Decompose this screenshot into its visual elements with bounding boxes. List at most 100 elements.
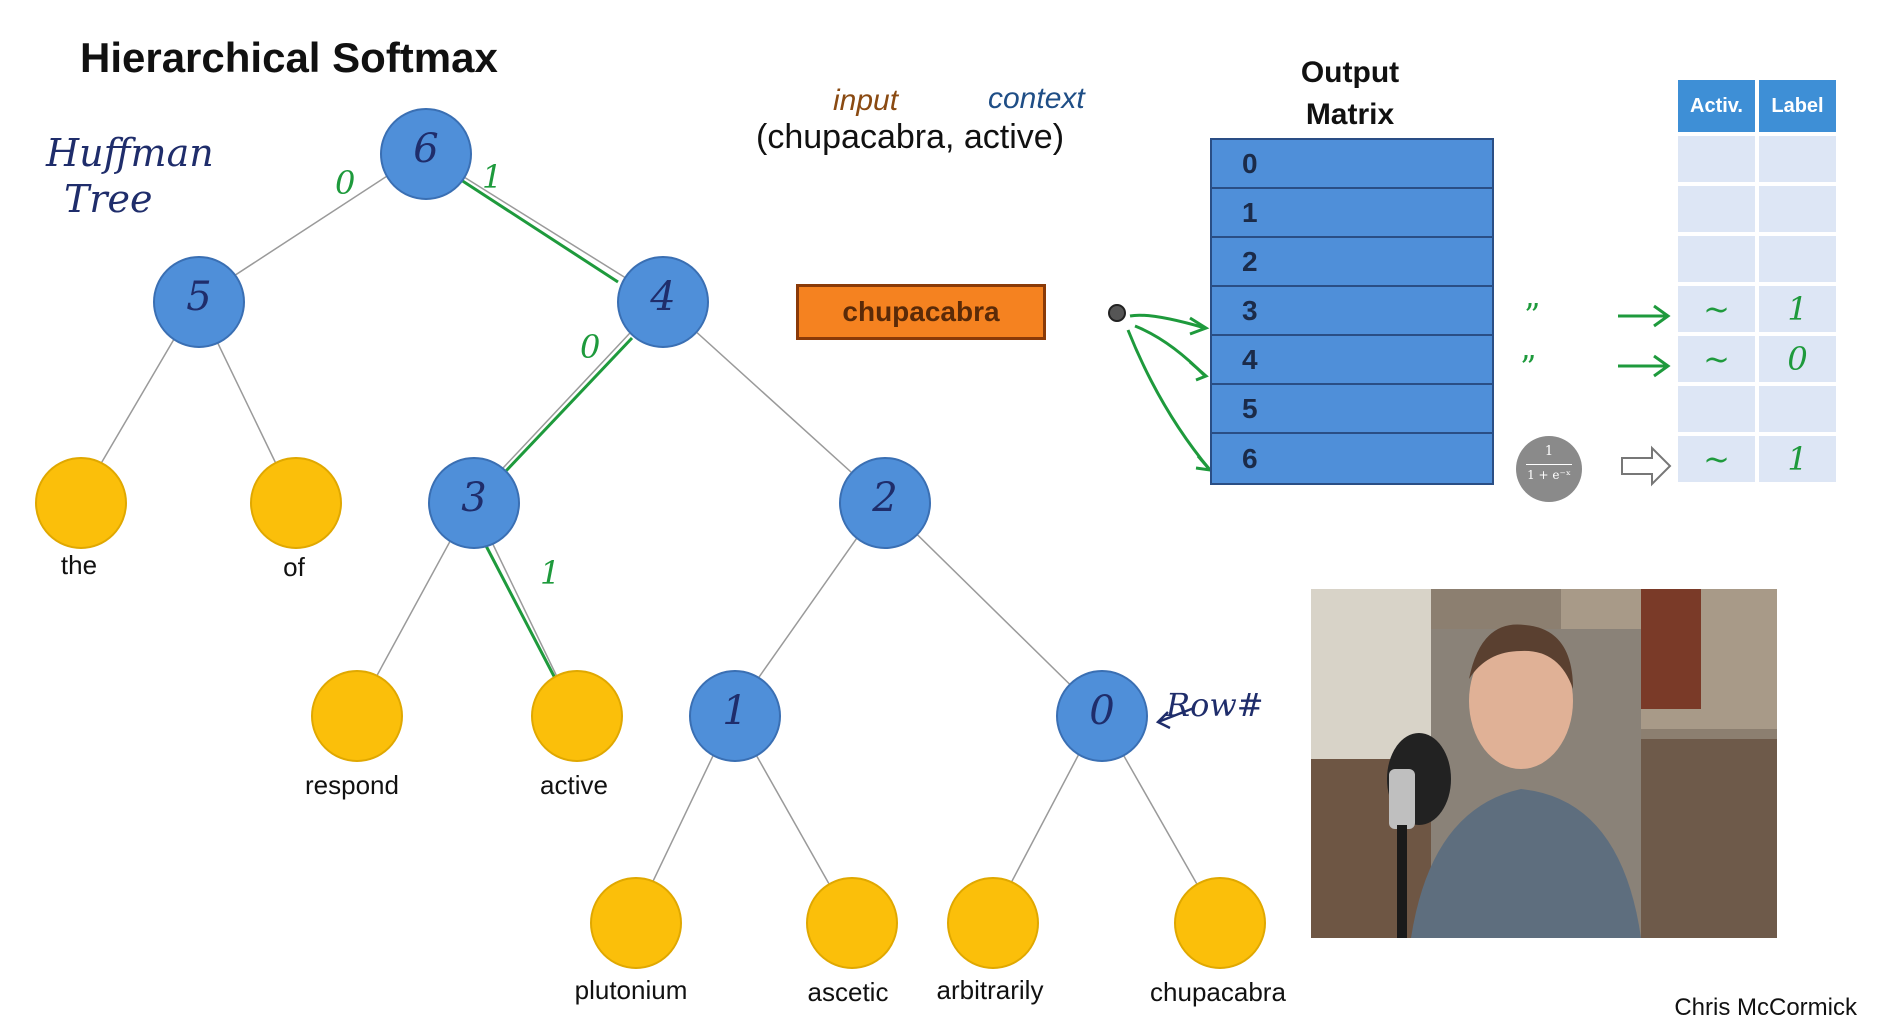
slide-title: Hierarchical Softmax [80, 34, 498, 81]
sigmoid-function-icon: 1 1 + e⁻ˣ [1516, 436, 1582, 502]
edge-4-2 [660, 299, 884, 502]
word-arbitrarily: arbitrarily [936, 975, 1044, 1005]
input-word-box: chupacabra [796, 284, 1046, 340]
table-row: ~1 [1678, 286, 1840, 332]
leaf-the [35, 457, 127, 549]
node-label: 1 [722, 688, 748, 734]
tree-node-3: 3 [428, 457, 520, 549]
sigmoid-numerator: 1 [1544, 444, 1554, 459]
row-number-note: Row# [1166, 686, 1264, 724]
cell-activ [1678, 136, 1755, 182]
presenter-video-frame [1311, 589, 1777, 938]
arrowhead-row3 [1189, 316, 1210, 336]
cell-label: 0 [1759, 336, 1836, 382]
matrix-row-4: 4 [1212, 336, 1492, 385]
word-active: active [540, 770, 608, 800]
cell-activ: ~ [1678, 336, 1755, 382]
cell-label [1759, 386, 1836, 432]
tree-node-6: 6 [380, 108, 472, 200]
table-row [1678, 386, 1840, 432]
matrix-row-0: 0 [1212, 140, 1492, 189]
matrix-row-3: 3 [1212, 287, 1492, 336]
tree-node-0: 0 [1056, 670, 1148, 762]
leaf-active [531, 670, 623, 762]
huffman-tree-note: Huffman Tree [46, 130, 214, 222]
arrowhead-row4 [1189, 360, 1209, 382]
edge-label-3-right: 1 [540, 554, 561, 592]
hollow-arrow [1621, 445, 1672, 487]
tree-node-4: 4 [617, 256, 709, 348]
ditto-mark-row4: ” [1520, 348, 1537, 386]
activation-label-table: Activ. Label ~1 ~0 ~1 [1678, 80, 1840, 482]
edge-label-6-right: 1 [482, 158, 503, 196]
context-label: context [988, 82, 1085, 115]
cell-label [1759, 136, 1836, 182]
output-matrix: 0 1 2 3 4 5 6 [1210, 138, 1494, 485]
arrow-row3 [1129, 313, 1206, 330]
leaf-ascetic [806, 877, 898, 969]
word-respond: respond [305, 770, 399, 800]
edge-2-0 [882, 500, 1101, 715]
matrix-title-line1: Output [1300, 56, 1400, 89]
tree-node-5: 5 [153, 256, 245, 348]
table-row: ~1 [1678, 436, 1840, 482]
leaf-of [250, 457, 342, 549]
sigmoid-fraction-bar [1526, 464, 1572, 465]
arrow-row6 [1126, 329, 1212, 471]
arrow-to-table-row4 [1618, 354, 1671, 378]
training-pair: (chupacabra, active) [756, 118, 1065, 156]
matrix-title-line2: Matrix [1305, 98, 1395, 131]
table-header: Activ. Label [1678, 80, 1840, 132]
tree-node-1: 1 [689, 670, 781, 762]
cell-label [1759, 236, 1836, 282]
cell-activ [1678, 186, 1755, 232]
cell-label: 1 [1759, 286, 1836, 332]
author-credit: Chris McCormick [1674, 994, 1857, 1021]
matrix-title: Output Matrix [1260, 52, 1440, 136]
word-plutonium: plutonium [574, 975, 688, 1005]
path-4-3 [503, 336, 634, 474]
huffman-note-line1: Huffman [46, 131, 214, 175]
huffman-note-line2: Tree [64, 177, 153, 221]
cell-activ [1678, 236, 1755, 282]
leaf-chupacabra [1174, 877, 1266, 969]
sigmoid-denominator: 1 + e⁻ˣ [1527, 468, 1571, 482]
node-label: 6 [413, 126, 439, 172]
table-row [1678, 136, 1840, 182]
word-chupacabra: chupacabra [1150, 977, 1286, 1007]
leaf-plutonium [590, 877, 682, 969]
arrowhead-row6 [1195, 455, 1214, 473]
cell-activ: ~ [1678, 436, 1755, 482]
presenter-video [1311, 589, 1777, 938]
edge-label-4-left: 0 [580, 328, 601, 366]
node-label: 3 [461, 475, 487, 521]
arrow-to-table-row3 [1618, 304, 1671, 328]
word-of: of [283, 552, 305, 582]
matrix-row-1: 1 [1212, 189, 1492, 238]
node-label: 5 [186, 274, 212, 320]
matrix-row-6: 6 [1212, 434, 1492, 483]
word-the: the [60, 550, 98, 580]
table-row [1678, 186, 1840, 232]
input-label: input [833, 84, 899, 117]
path-3-active [481, 539, 559, 683]
leaf-respond [311, 670, 403, 762]
row-note-arrow [1155, 706, 1195, 730]
path-6-4 [457, 176, 619, 284]
input-dot [1108, 304, 1126, 322]
header-activ: Activ. [1678, 80, 1755, 132]
edge-label-6-left: 0 [335, 164, 356, 202]
table-row: ~0 [1678, 336, 1840, 382]
cell-label: 1 [1759, 436, 1836, 482]
node-label: 4 [650, 274, 676, 320]
cell-label [1759, 186, 1836, 232]
tree-node-2: 2 [839, 457, 931, 549]
ditto-mark-row3: ” [1524, 296, 1541, 334]
header-label: Label [1759, 80, 1836, 132]
leaf-arbitrarily [947, 877, 1039, 969]
word-ascetic: ascetic [807, 977, 889, 1007]
node-label: 0 [1089, 688, 1115, 734]
node-label: 2 [872, 475, 898, 521]
table-row [1678, 236, 1840, 282]
cell-activ: ~ [1678, 286, 1755, 332]
